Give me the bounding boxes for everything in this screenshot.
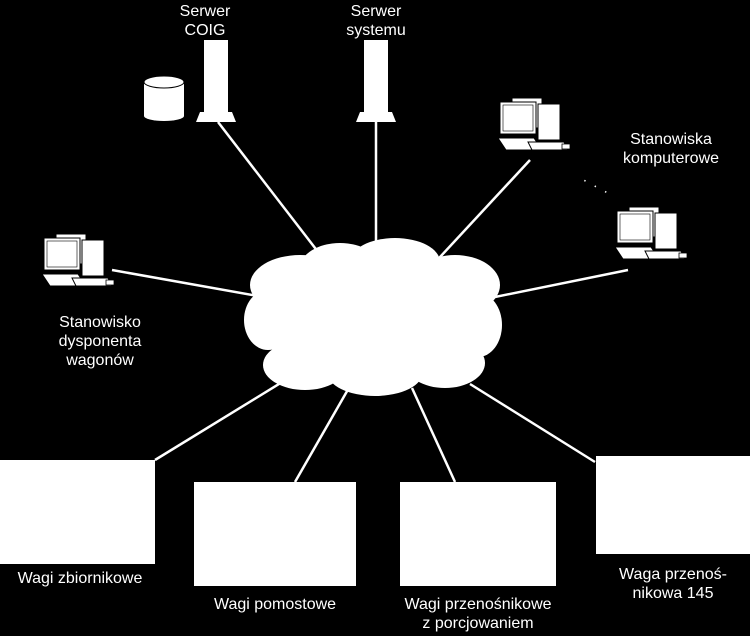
workstations-label: Stanowiska komputerowe [608, 130, 734, 168]
dispatcher-line2: dysponenta [58, 333, 142, 350]
workstations-line1: Stanowiska [630, 131, 712, 148]
scale-conveyor-145-line2: nikowa 145 [632, 585, 714, 602]
scale-tank-box [0, 460, 155, 564]
link-scale-tank [154, 374, 293, 462]
scale-conveyor-145-line1: Waga przenoś- [619, 566, 727, 583]
server-coig-label: Serwer COIG [155, 2, 255, 40]
scale-conveyor-batch-line2: z porcjowaniem [422, 615, 534, 632]
link-scale-conveyor-batch [410, 387, 457, 483]
network-cloud-icon [244, 238, 502, 396]
scale-conveyor-145-label: Waga przenoś- nikowa 145 [600, 565, 746, 603]
scale-conveyor-batch-label: Wagi przenośnikowe z porcjowaniem [378, 595, 578, 633]
scale-platform-box [194, 482, 356, 586]
link-dispatcher [111, 268, 259, 298]
computer-workstation-icon [614, 206, 688, 260]
server-system-line1: Serwer [350, 3, 402, 20]
link-scale-platform [293, 385, 352, 483]
server-coig-line2: COIG [184, 22, 226, 39]
server-system-label: Serwer systemu [318, 2, 434, 40]
connection-lines [111, 121, 629, 483]
server-coig-icon [196, 40, 236, 122]
computer-workstation-icon [41, 233, 115, 287]
scale-tank-label: Wagi zbiornikowe [17, 570, 143, 587]
link-workstations-bottom [489, 268, 629, 300]
server-system-icon [356, 40, 396, 122]
scale-platform-label: Wagi pomostowe [213, 596, 337, 613]
scale-conveyor-batch-box [400, 482, 556, 586]
link-workstations-top [427, 159, 531, 271]
server-system-line2: systemu [346, 22, 406, 39]
computer-workstation-icon [497, 97, 571, 151]
database-icon [143, 75, 185, 121]
workstations-line2: komputerowe [622, 150, 720, 167]
server-coig-line1: Serwer [179, 3, 231, 20]
dispatcher-line1: Stanowisko [59, 314, 141, 331]
scale-conveyor-145-box [596, 456, 750, 554]
link-server-coig [217, 121, 333, 271]
dispatcher-label: Stanowisko dysponenta wagonów [30, 313, 170, 370]
dispatcher-line3: wagonów [66, 352, 134, 369]
link-scale-conveyor-145 [469, 382, 596, 464]
scale-conveyor-batch-line1: Wagi przenośnikowe [404, 596, 552, 613]
